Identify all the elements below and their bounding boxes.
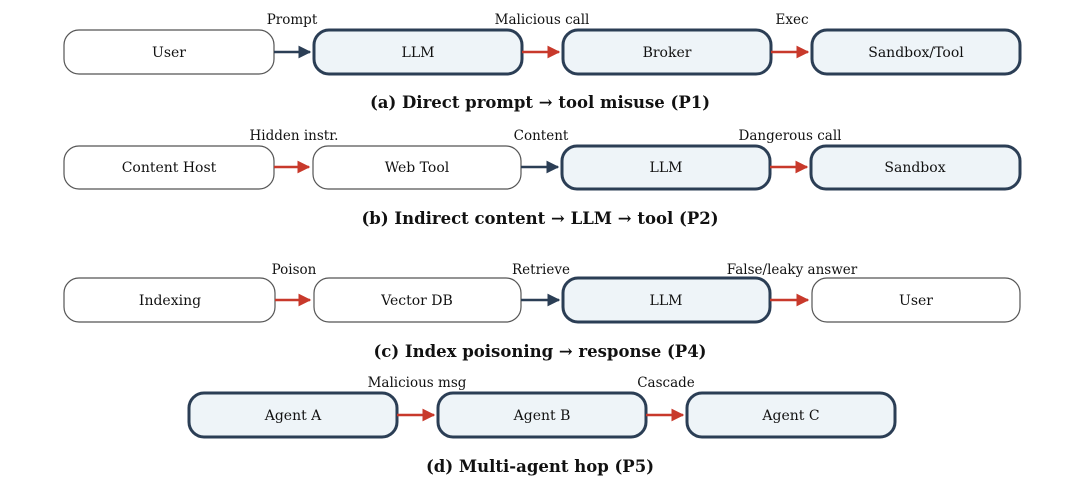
panel-a-edge-prompt: Prompt [267,12,318,59]
node-label: Agent C [761,408,819,424]
node-label: Sandbox/Tool [868,45,964,61]
edge-label: Cascade [637,375,695,391]
panel-b-edge-dangerous-call: Dangerous call [739,128,842,174]
node-label: User [152,45,186,61]
panel-a: User LLM Broker Sandbox/Tool Prompt Mali… [63,12,1022,112]
node-label: LLM [650,293,683,309]
node-label: LLM [650,160,683,176]
panel-d-node-agent-c: Agent C [685,391,897,439]
panel-d: Agent A Agent B Agent C Malicious msg Ca… [187,375,897,476]
node-label: Agent B [513,408,571,424]
panel-c-edge-retrieve: Retrieve [512,262,570,307]
edge-label: Dangerous call [739,128,842,144]
node-label: Vector DB [380,293,453,309]
edge-label: Content [514,128,569,144]
panel-b-node-web-tool: Web Tool [312,145,522,190]
panel-a-edge-malicious-call: Malicious call [495,12,590,59]
panel-c-node-llm: LLM [561,276,772,324]
panel-a-node-user: User [63,29,275,75]
panel-a-node-broker: Broker [561,28,773,76]
node-label: Agent A [264,408,322,424]
panel-c-node-indexing: Indexing [63,277,276,323]
edge-label: Malicious call [495,12,590,28]
node-box [811,277,1021,323]
panel-b-edge-hidden-instr: Hidden instr. [250,128,339,174]
edge-label: Hidden instr. [250,128,339,144]
edge-label: Exec [775,12,808,28]
panel-d-node-agent-b: Agent B [436,391,648,439]
edge-label: False/leaky answer [727,262,858,278]
node-label: Indexing [139,293,201,309]
panel-b-caption: (b) Indirect content → LLM → tool (P2) [361,209,718,228]
panel-b-node-content-host: Content Host [63,145,275,190]
node-box [809,144,1022,191]
edge-label: Poison [272,262,317,278]
node-box [810,28,1022,76]
node-label: Sandbox [884,160,945,176]
panel-b: Content Host Web Tool LLM Sandbox Hidden… [63,128,1022,228]
panel-a-edge-exec: Exec [771,12,810,59]
panel-d-caption: (d) Multi-agent hop (P5) [426,457,654,476]
node-box [685,391,897,439]
edge-label: Malicious msg [368,375,467,391]
node-label: Web Tool [385,160,450,176]
edge-label: Prompt [267,12,318,28]
node-label: LLM [402,45,435,61]
panel-d-node-agent-a: Agent A [187,391,399,439]
panel-c-edge-poison: Poison [272,262,317,307]
panel-c: Indexing Vector DB LLM User Poison Retri… [63,262,1021,361]
panel-d-edge-malicious-msg: Malicious msg [368,375,467,422]
panel-c-node-user: User [811,277,1021,323]
panel-c-caption: (c) Index poisoning → response (P4) [373,342,706,361]
panel-c-node-vector-db: Vector DB [313,277,522,323]
edge-label: Retrieve [512,262,570,278]
panel-b-edge-content: Content [514,128,569,174]
panel-a-caption: (a) Direct prompt → tool misuse (P1) [370,93,710,112]
panel-b-node-llm: LLM [560,144,772,191]
node-label: Content Host [122,160,217,176]
node-label: User [899,293,933,309]
panel-d-edge-cascade: Cascade [637,375,695,422]
panel-c-edge-false-leaky-answer: False/leaky answer [727,262,858,307]
panel-a-node-llm: LLM [312,28,524,76]
node-label: Broker [643,45,692,61]
panel-b-node-sandbox: Sandbox [809,144,1022,191]
panel-a-node-sandbox-tool: Sandbox/Tool [810,28,1022,76]
